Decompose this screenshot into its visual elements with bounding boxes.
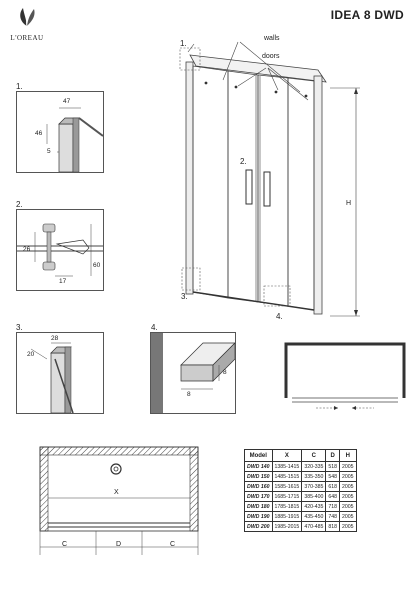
product-title: IDEA 8 DWD [330,8,404,22]
detail-3-dim-angle: 20 [27,351,35,358]
cell-h: 2005 [339,461,357,472]
cell-h: 2005 [339,511,357,522]
cell-c: 370-385 [301,481,327,492]
cell-model: DWD 140 [244,461,273,472]
table-row: DWD 150 1485-1515 335-350 548 2005 [244,471,357,482]
cell-d: 818 [325,521,341,532]
cell-d: 618 [325,481,341,492]
cell-model: DWD 200 [244,521,273,532]
top-view-small [284,342,406,410]
callout-walls: walls [264,35,280,42]
main-shower-drawing [179,41,360,317]
cell-x: 1685-1715 [271,491,303,502]
table-header-row: Model X C D H [244,449,357,462]
detail-1-dim-height: 46 [35,130,43,137]
cell-h: 2005 [339,501,357,512]
marker-3: 3. [181,292,188,301]
detail-2-dim-width: 17 [59,278,67,285]
table-row: DWD 170 1685-1715 385-400 648 2005 [244,491,357,502]
detail-1-dim-gap: 5 [47,148,51,155]
detail-4-dim-width: 8 [187,391,191,398]
detail-3-number: 3. [16,323,23,332]
plan-d-label: D [116,541,122,548]
cell-x: 1885-1915 [271,511,303,522]
spec-table: Model X C D H DWD 140 1385-1415 320-335 … [244,449,357,532]
plan-c-left-label: C [62,541,68,548]
detail-3-dim-width: 28 [51,335,59,342]
cell-x: 1485-1515 [271,471,303,482]
cell-x: 1585-1615 [271,481,303,492]
detail-4-box: 8 8 [150,332,236,414]
cell-c: 470-485 [301,521,327,532]
brand-logo: L'OREAU [10,6,44,42]
detail-2-dim-height: 26 [23,246,31,253]
leaf-logo-icon [20,8,35,27]
col-header-h: H [339,449,357,462]
table-row: DWD 140 1385-1415 320-335 518 2005 [244,461,357,472]
height-label: H [346,200,352,207]
detail-3-box: 28 20 [16,332,104,414]
detail-2-number: 2. [16,200,23,209]
marker-2: 2. [240,157,247,166]
col-header-c: C [301,449,327,462]
cell-h: 2005 [339,481,357,492]
table-row: DWD 180 1785-1815 420-435 718 2005 [244,501,357,512]
cell-x: 1785-1815 [271,501,303,512]
cell-d: 518 [325,461,341,472]
cell-model: DWD 160 [244,481,273,492]
detail-4-drawing [151,333,235,413]
cell-h: 2005 [339,521,357,532]
cell-model: DWD 170 [244,491,273,502]
cell-model: DWD 190 [244,511,273,522]
callout-doors: doors [262,53,280,60]
plan-x-label: X [114,489,119,496]
detail-1-drawing [46,107,103,172]
table-row: DWD 200 1985-2015 470-485 818 2005 [244,521,357,532]
table-row: DWD 190 1885-1915 435-450 748 2005 [244,511,357,522]
brand-name: L'OREAU [10,34,44,42]
detail-4-number: 4. [151,323,158,332]
cell-c: 420-435 [301,501,327,512]
cell-h: 2005 [339,491,357,502]
detail-3-drawing [30,342,74,413]
cell-h: 2005 [339,471,357,482]
detail-4-dim-height: 8 [223,369,227,376]
cell-c: 435-450 [301,511,327,522]
detail-2-box: 26 17 60 [16,209,104,291]
detail-2-drawing [17,223,103,277]
cell-model: DWD 180 [244,501,273,512]
plan-c-right-label: C [170,541,176,548]
cell-c: 335-350 [301,471,327,482]
cell-d: 718 [325,501,341,512]
cell-model: DWD 150 [244,471,273,482]
cell-d: 748 [325,511,341,522]
marker-4: 4. [276,312,283,321]
cell-d: 548 [325,471,341,482]
detail-2-dim-length: 60 [93,262,101,269]
col-header-model: Model [244,449,273,462]
cell-x: 1385-1415 [271,461,303,472]
col-header-x: X [271,449,303,462]
cell-c: 320-335 [301,461,327,472]
col-header-d: D [325,449,341,462]
marker-1: 1. [180,39,187,48]
cell-d: 648 [325,491,341,502]
table-row: DWD 160 1585-1615 370-385 618 2005 [244,481,357,492]
detail-1-box: 47 46 5 [16,91,104,173]
plan-view-drawing [39,446,199,555]
detail-1-dim-width: 47 [63,98,71,105]
cell-c: 385-400 [301,491,327,502]
cell-x: 1985-2015 [271,521,303,532]
detail-1-number: 1. [16,82,23,91]
